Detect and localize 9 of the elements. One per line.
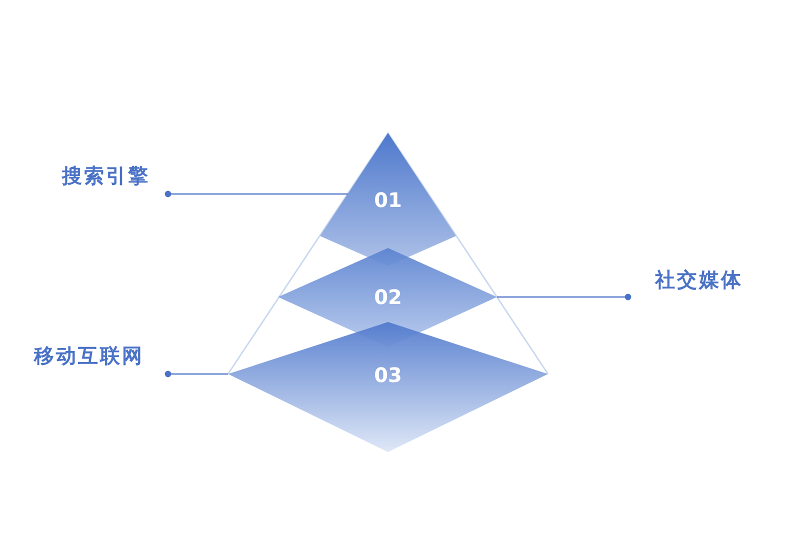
category-label: 社交媒体 — [655, 266, 743, 294]
leader-line — [164, 190, 348, 198]
category-label: 移动互联网 — [34, 342, 144, 370]
category-label: 搜索引擎 — [62, 162, 150, 190]
layer-number: 03 — [374, 363, 402, 387]
layer-number: 02 — [374, 285, 402, 309]
leader-line — [164, 370, 228, 378]
layer-number: 01 — [374, 188, 402, 212]
leader-line — [497, 294, 632, 300]
